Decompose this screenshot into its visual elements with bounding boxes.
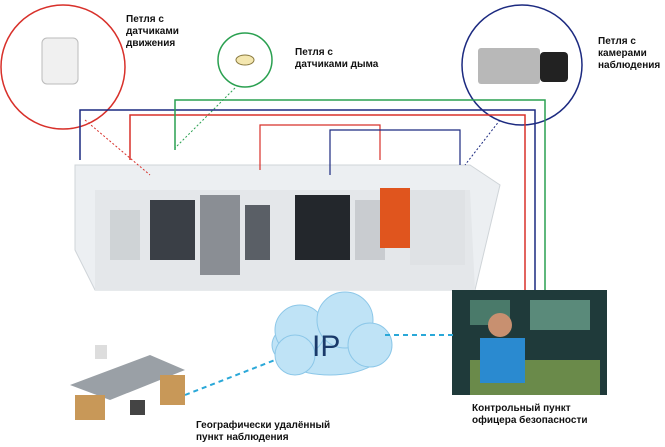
- motion-wire: [129, 114, 526, 290]
- ip-cloud: [271, 291, 393, 376]
- control-room-image: [452, 290, 607, 395]
- camera-wire: [79, 109, 536, 290]
- smoke-wire: [174, 99, 546, 290]
- ip-label: IP: [312, 330, 341, 363]
- camera-icon: [478, 48, 568, 84]
- smoke-loop-circle: [217, 32, 273, 88]
- smoke-loop-label: Петля с датчиками дыма: [295, 47, 379, 70]
- remote-station-label: Географически удалённый пункт наблюдения: [196, 420, 331, 443]
- camera-loop-circle: [461, 4, 583, 126]
- smoke-detector-icon: [235, 54, 255, 66]
- camera-loop-label: Петля с камерами наблюдения: [598, 36, 661, 71]
- remote-desk-image: [70, 345, 185, 420]
- motion-sensor-icon: [41, 37, 79, 85]
- control-station-label: Контрольный пункт офицера безопасности: [472, 403, 588, 426]
- motion-loop-circle: [0, 4, 126, 130]
- server-room: [74, 164, 501, 291]
- motion-loop-label: Петля с датчиками движения: [126, 14, 179, 49]
